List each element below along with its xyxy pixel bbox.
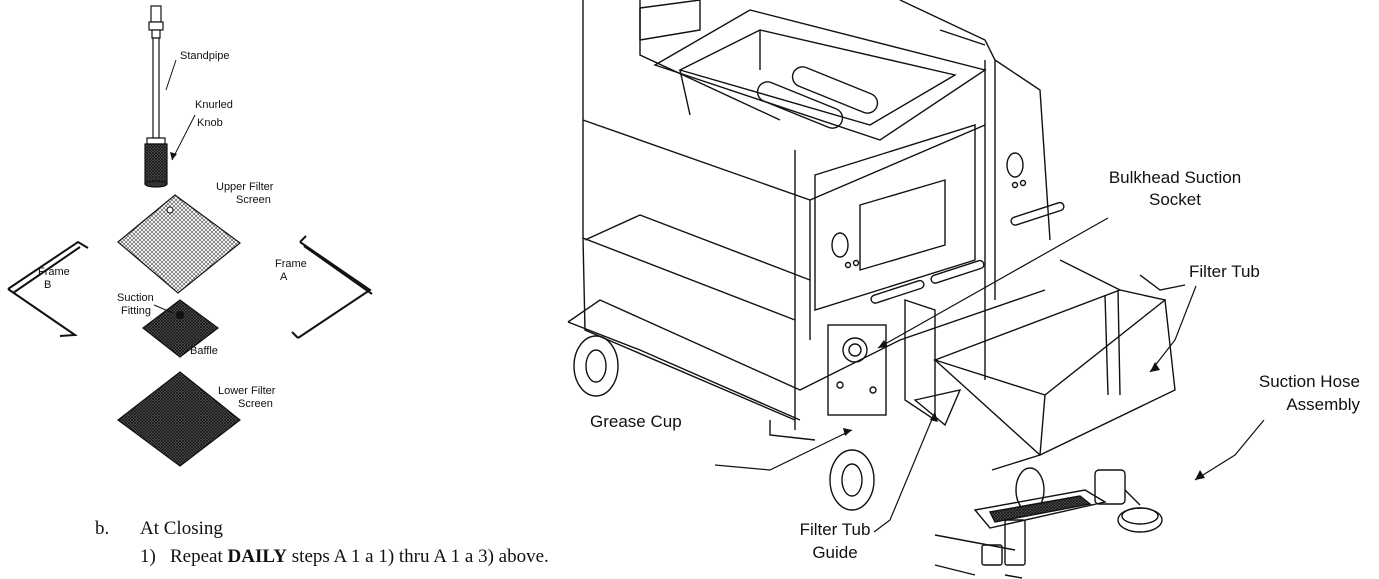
lower-filter-screen-label-line1: Lower Filter — [218, 385, 276, 397]
frame-b-drawing — [7, 240, 89, 337]
filter-tub-guide-label-line1: Filter Tub — [799, 520, 871, 539]
standpipe-label: Standpipe — [180, 50, 230, 62]
instruction-b-marker: b. — [95, 518, 110, 539]
baffle-drawing — [142, 299, 220, 358]
frame-b-label-line1: Frame — [38, 266, 70, 278]
suction-hose-assembly-label-line2: Assembly — [1286, 395, 1360, 414]
upper-filter-screen-label-line2: Screen — [236, 194, 271, 206]
suction-fitting-label-line1: Suction — [117, 292, 154, 304]
instruction-b-text: At Closing — [140, 518, 223, 539]
lower-filter-screen-drawing — [117, 371, 241, 467]
baffle-label: Baffle — [190, 345, 218, 357]
frame-a-label-line1: Frame — [275, 258, 307, 270]
instruction-step-post: steps A 1 a 1) thru A 1 a 3) above. — [287, 546, 549, 567]
instruction-step-marker: 1) — [140, 546, 156, 567]
lower-filter-screen-label-line2: Screen — [238, 398, 273, 410]
instruction-step-pre: Repeat — [170, 546, 228, 567]
frame-a-drawing — [291, 235, 373, 339]
suction-fitting-arrow — [153, 304, 174, 314]
filter-tub-guide-label-line2: Guide — [812, 543, 858, 562]
knurled-knob-arrow — [171, 114, 196, 161]
fryer-arrowheads — [843, 340, 1205, 480]
instruction-step-bold: DAILY — [227, 546, 288, 567]
instruction-step-text: Repeat DAILY steps A 1 a 1) thru A 1 a 3… — [170, 546, 549, 568]
suction-fitting-label-line2: Fitting — [121, 305, 151, 317]
bulkhead-suction-socket-label-line1: Bulkhead Suction — [1108, 168, 1242, 187]
frame-a-label-line2: A — [280, 271, 288, 283]
upper-filter-screen-label-line1: Upper Filter — [216, 181, 274, 193]
suction-hose-assembly-label-line1: Suction Hose — [1258, 372, 1360, 391]
standpipe-leader — [165, 59, 177, 91]
fryer-drawing — [567, 0, 1186, 579]
bulkhead-suction-socket-label-line2: Socket — [1149, 190, 1201, 209]
grease-cup-label: Grease Cup — [590, 412, 682, 431]
upper-filter-screen-drawing — [117, 194, 241, 294]
fryer-leaders — [714, 217, 1265, 533]
frame-b-label-line2: B — [44, 279, 52, 291]
filter-tub-label: Filter Tub — [1189, 262, 1260, 281]
standpipe-drawing — [144, 5, 168, 188]
knurled-knob-label-line2: Knob — [197, 117, 223, 129]
knurled-knob-label-line1: Knurled — [195, 99, 233, 111]
